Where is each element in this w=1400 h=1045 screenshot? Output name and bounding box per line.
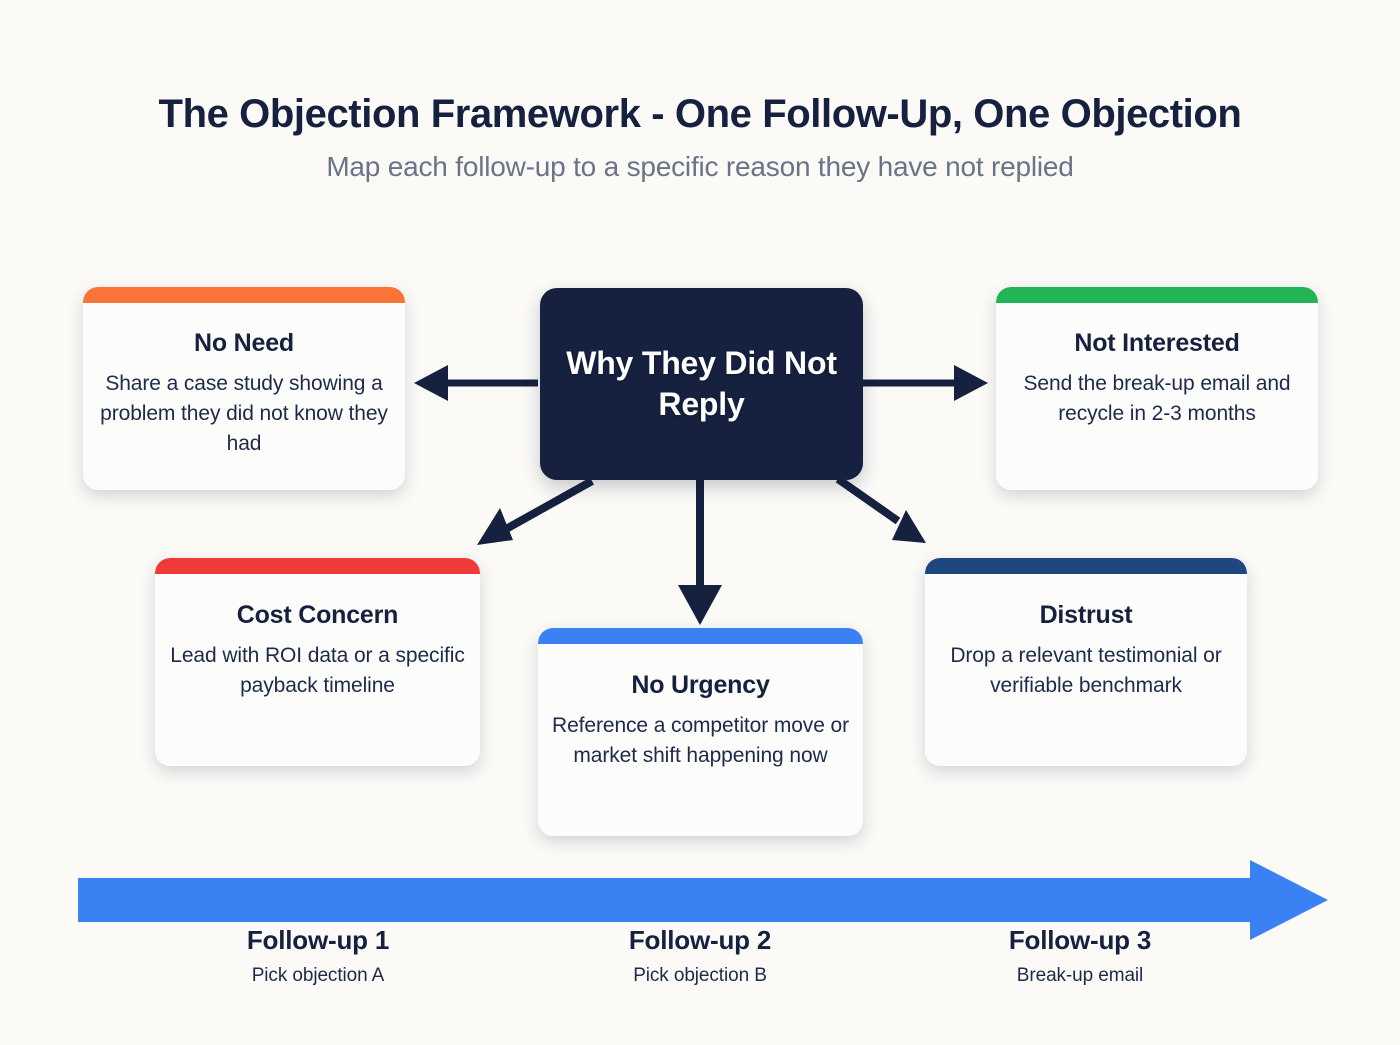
accent-bar-distrust xyxy=(925,558,1247,574)
timeline-step-2: Follow-up 2 Pick objection B xyxy=(530,925,870,987)
branch-card-distrust[interactable]: Distrust Drop a relevant testimonial or … xyxy=(925,558,1247,766)
arrow-hub-to-cost-concern xyxy=(477,477,594,545)
card-title: Not Interested xyxy=(1074,329,1240,357)
arrow-hub-to-no-need xyxy=(414,365,538,401)
timeline-step-note: Pick objection A xyxy=(251,965,385,986)
timeline-step-name: Follow-up 3 xyxy=(1008,925,1152,955)
timeline-step-note: Pick objection B xyxy=(633,965,767,986)
card-description: Reference a competitor move or market sh… xyxy=(552,714,849,767)
accent-bar-cost-concern xyxy=(155,558,480,574)
accent-bar-not-interested xyxy=(996,287,1318,303)
card-title: Distrust xyxy=(1039,601,1133,629)
page-subtitle: Map each follow-up to a specific reason … xyxy=(326,150,1074,182)
arrow-hub-to-no-urgency xyxy=(678,480,722,625)
timeline-step-1: Follow-up 1 Pick objection A xyxy=(148,925,488,987)
timeline-step-note: Break-up email xyxy=(1016,965,1144,986)
card-description: Lead with ROI data or a specific payback… xyxy=(170,644,465,697)
central-hub-node[interactable]: Why They Did Not Reply xyxy=(540,288,863,480)
branch-card-not-interested[interactable]: Not Interested Send the break-up email a… xyxy=(996,287,1318,490)
timeline-step-name: Follow-up 2 xyxy=(628,925,772,955)
page-title: The Objection Framework - One Follow-Up,… xyxy=(158,92,1242,136)
timeline-step-3: Follow-up 3 Break-up email xyxy=(910,925,1250,987)
timeline-step-name: Follow-up 1 xyxy=(246,925,390,955)
card-description: Send the break-up email and recycle in 2… xyxy=(1023,372,1291,425)
branch-card-no-need[interactable]: No Need Share a case study showing a pro… xyxy=(83,287,405,490)
branch-card-cost-concern[interactable]: Cost Concern Lead with ROI data or a spe… xyxy=(155,558,480,766)
card-description: Share a case study showing a problem the… xyxy=(100,372,388,455)
hub-label: Why They Did Not Reply xyxy=(566,345,837,422)
arrow-hub-to-distrust xyxy=(835,475,926,543)
arrow-hub-to-not-interested xyxy=(863,365,988,401)
timeline-arrow-icon xyxy=(78,860,1328,940)
card-title: No Need xyxy=(193,329,294,357)
header: The Objection Framework - One Follow-Up,… xyxy=(0,92,1400,183)
branch-card-no-urgency[interactable]: No Urgency Reference a competitor move o… xyxy=(538,628,863,836)
accent-bar-no-urgency xyxy=(538,628,863,644)
accent-bar-no-need xyxy=(83,287,405,303)
card-description: Drop a relevant testimonial or verifiabl… xyxy=(950,644,1222,697)
card-title: Cost Concern xyxy=(236,601,399,629)
card-title: No Urgency xyxy=(631,671,770,699)
